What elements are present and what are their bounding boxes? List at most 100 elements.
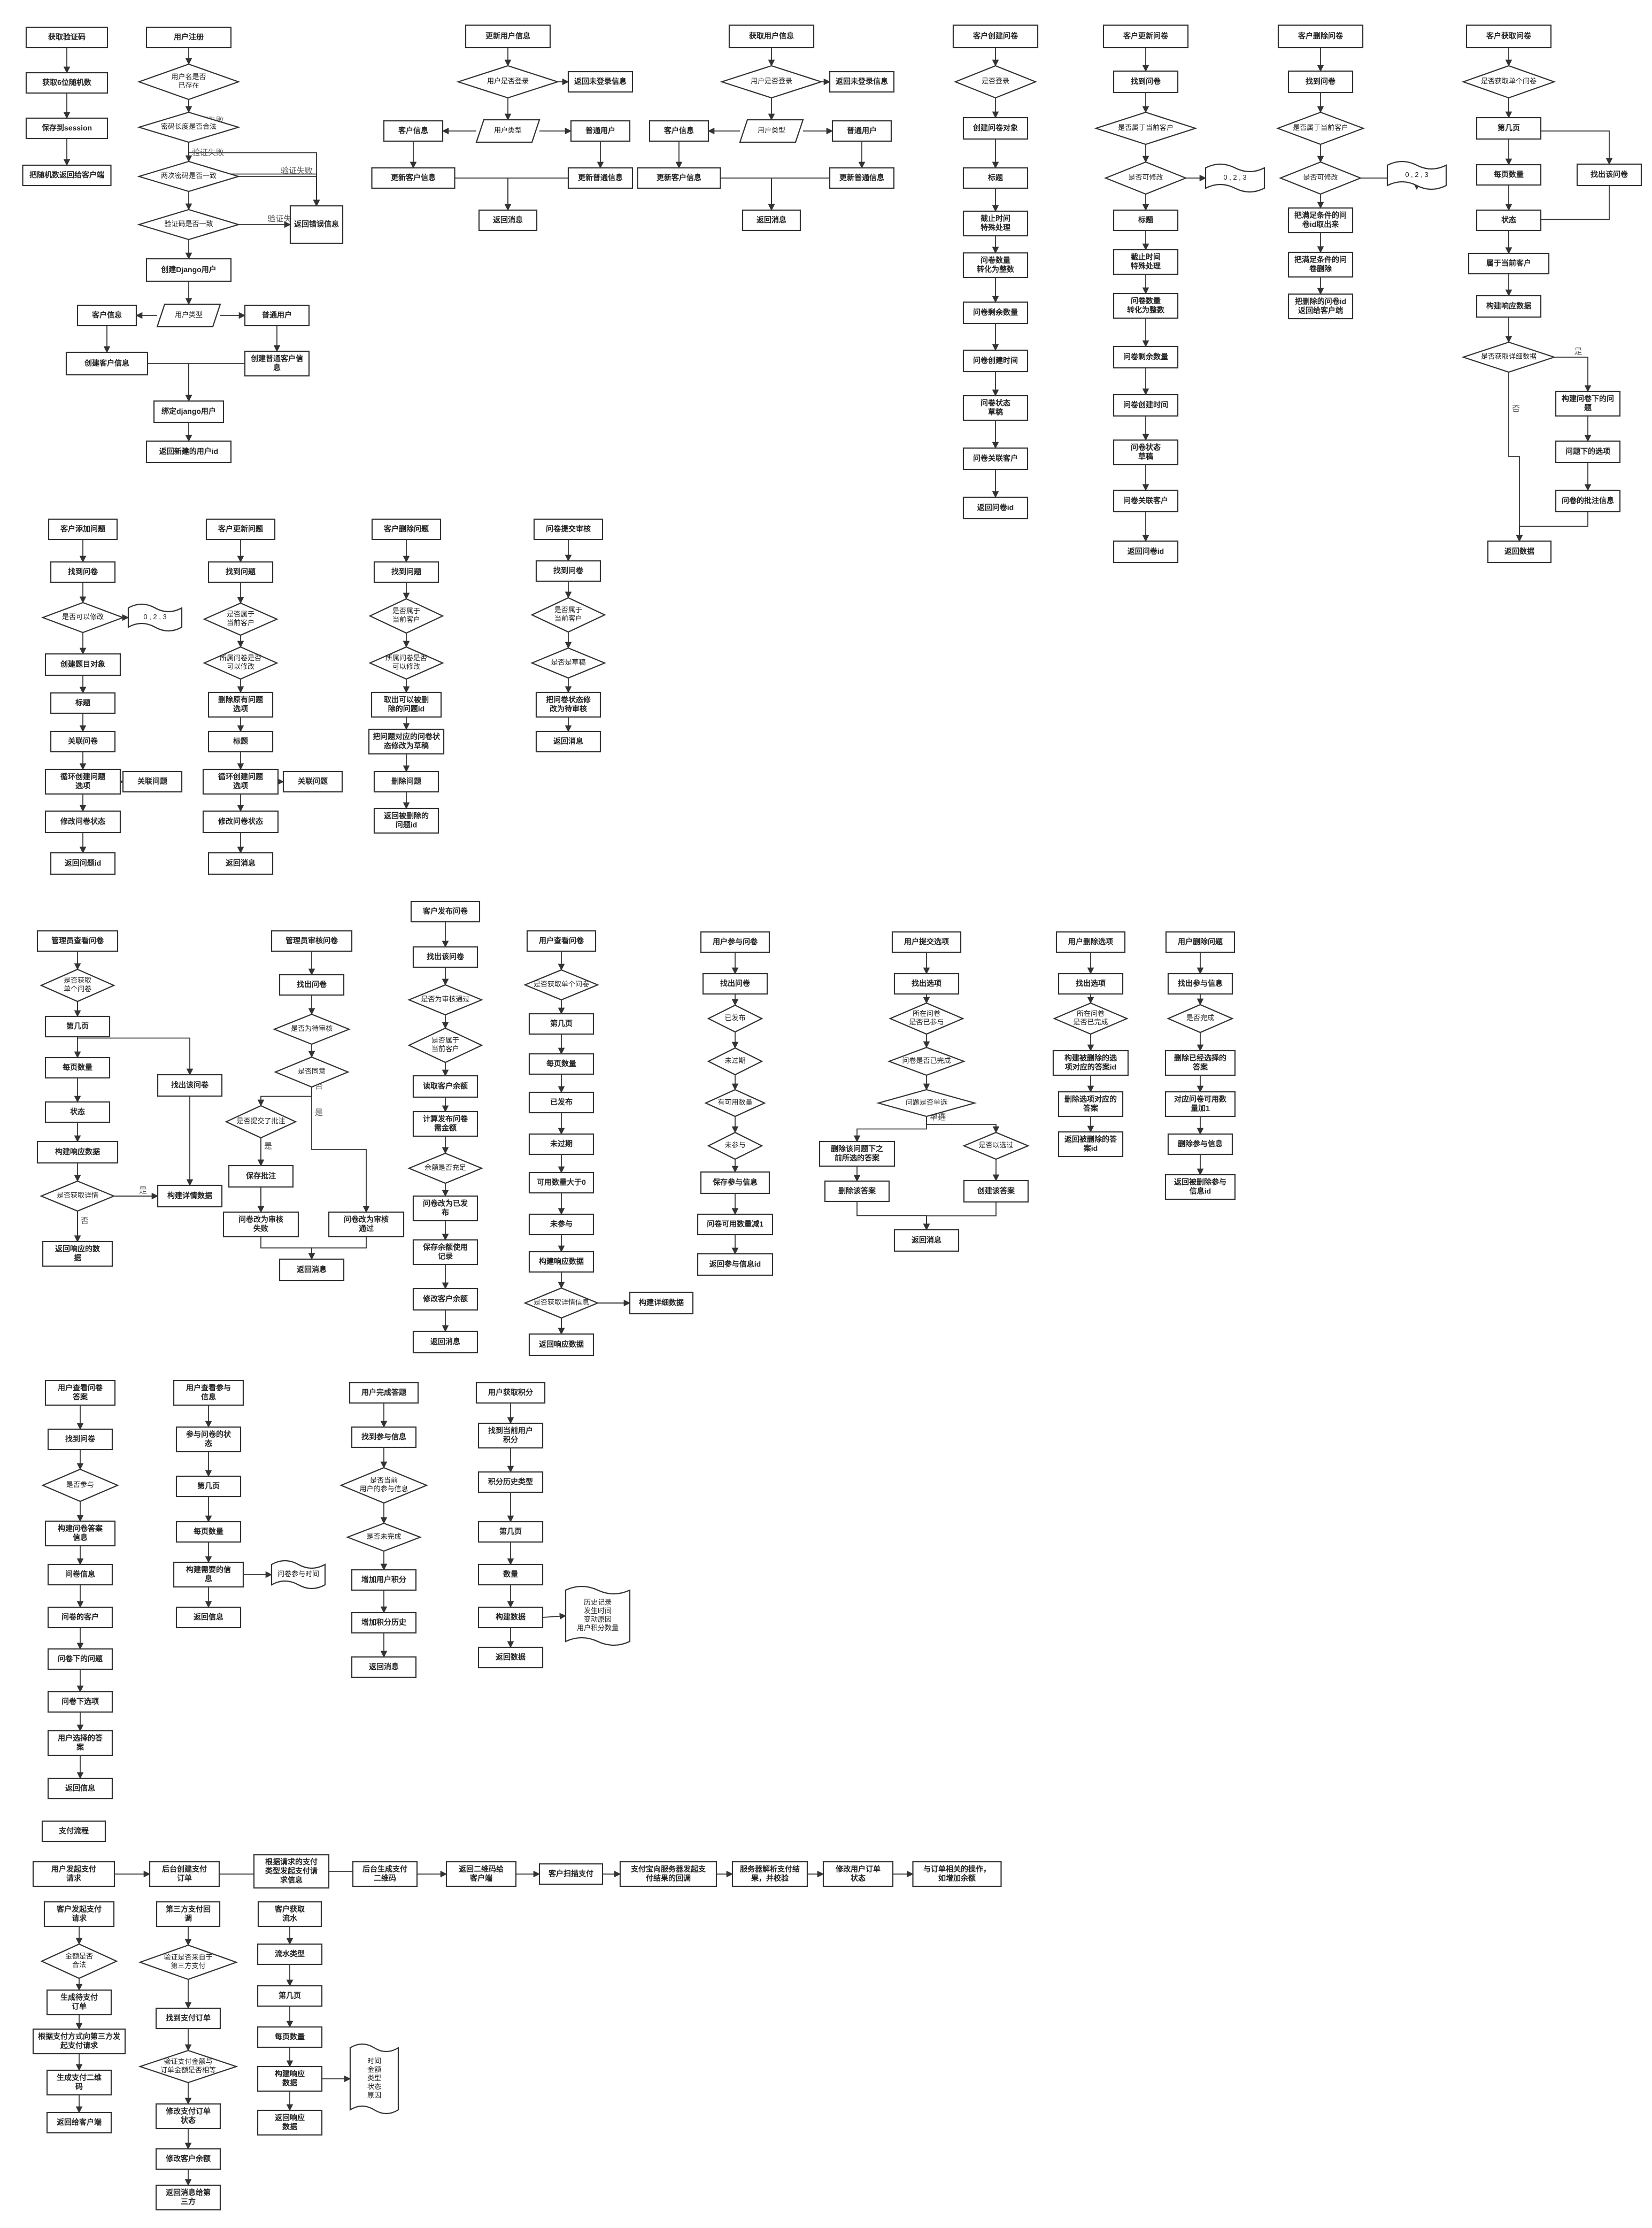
node-label: 把问题对应的问卷状态修改为草稿 — [373, 732, 441, 750]
node-label: 问卷剩余数量 — [973, 308, 1018, 317]
node-label: 计算发布问卷需金额 — [423, 1114, 468, 1132]
node-label: 第三方支付回调 — [166, 1905, 211, 1922]
node-rect: 问卷提交审核 — [533, 518, 604, 541]
node-rect: 循环创建问题选项 — [44, 768, 121, 795]
node-label: 标题 — [75, 698, 91, 707]
node-rect: 第几页 — [1476, 117, 1542, 140]
node-label: 是否为审核通过 — [421, 995, 469, 1003]
node-rect: 用户参与问卷 — [700, 931, 770, 953]
node-label: 用户删除选项 — [1068, 937, 1113, 946]
edge-c2-r2 — [720, 178, 775, 211]
node-label: 是否可修改 — [1303, 173, 1338, 181]
node-rect: 绑定django用户 — [153, 400, 225, 423]
node-rect: 未过期 — [528, 1133, 595, 1155]
node-label: 问卷状态草稿 — [981, 398, 1010, 416]
node-rect: 每页数量 — [257, 2026, 323, 2048]
node-rect: 找出选项 — [893, 973, 960, 995]
node-label: 构建问卷下的问题 — [1562, 394, 1614, 412]
node-rect: 返回信息 — [175, 1606, 242, 1629]
node-rect: 问卷下的问题 — [47, 1648, 113, 1670]
node-rect: 可用数量大于0 — [528, 1171, 595, 1194]
node-rect: 取出可以被删除的问题id — [370, 691, 442, 718]
node-label: 所属问卷是否可以修改 — [385, 654, 427, 670]
node-rect: 更新客户信息 — [637, 167, 721, 189]
node-rect: 返回被删除的问题id — [373, 807, 439, 834]
node-diamond: 已发布 — [707, 1004, 763, 1033]
nodes-layer: 获取验证码获取6位随机数保存到session把随机数返回给客户端用户注册用户名是… — [22, 24, 1642, 2211]
node-rect: 构建响应数据 — [528, 1251, 595, 1273]
node-rect: 找到问卷 — [47, 1428, 113, 1451]
node-label: 获取6位随机数 — [42, 78, 92, 87]
node-label: 保存批注 — [245, 1171, 276, 1180]
node-label: 修改问卷状态 — [218, 817, 263, 826]
node-diamond: 金额是否合法 — [40, 1943, 118, 1979]
node-diamond: 是否可修改 — [1279, 161, 1362, 195]
node-label: 把满足条件的问卷id取出来 — [1294, 211, 1347, 228]
node-rect: 状态 — [44, 1101, 111, 1123]
node-label: 构建问卷答案信息 — [58, 1524, 103, 1541]
node-diamond: 是否未完成 — [345, 1522, 422, 1552]
node-diamond: 用户名是否已存在 — [137, 63, 241, 101]
node-label: 修改客户余额 — [422, 1294, 468, 1303]
node-rect: 找出该问卷 — [1576, 163, 1642, 187]
node-label: 返回信息 — [194, 1613, 223, 1621]
node-para: 用户类型 — [156, 303, 221, 328]
node-label: 保存参与信息 — [712, 1178, 758, 1186]
node-label: 把问卷状态修改为待审核 — [546, 695, 591, 713]
node-label: 取出可以被删除的问题id — [384, 695, 429, 713]
node-label: 返回参与信息id — [709, 1260, 761, 1268]
edge-d2-n7 — [1554, 357, 1592, 392]
node-label: 客户删除问卷 — [1298, 32, 1344, 40]
node-label: 问卷信息 — [65, 1570, 95, 1578]
node-rect: 用户注册 — [145, 26, 232, 49]
node-diamond: 是否是草稿 — [530, 647, 606, 679]
node-label: 修改用户订单状态 — [835, 1864, 881, 1882]
node-label: 找出该问卷 — [1591, 170, 1628, 179]
node-label: 是否当前用户的参与信息 — [359, 1476, 408, 1493]
node-label: 生成待支付订单 — [60, 1993, 98, 2010]
node-rect: 返回消息 — [478, 209, 538, 232]
node-label: 用户查看参与信息 — [186, 1383, 231, 1401]
node-label: 用户注册 — [174, 33, 204, 41]
node-label: 0 , 2 , 3 — [1223, 173, 1246, 181]
node-rect: 流水类型 — [257, 1943, 323, 1965]
node-rect: 第几页 — [477, 1521, 544, 1543]
node-rect: 问卷剩余数量 — [1113, 345, 1179, 369]
node-rect: 读取客户余额 — [412, 1075, 478, 1098]
node-rect: 状态 — [1476, 209, 1542, 232]
node-label: 构建详细数据 — [639, 1298, 684, 1307]
node-rect: 后台生成支付二维码 — [352, 1861, 418, 1887]
node-diamond: 验证支付金额与订单金额是否相等 — [138, 2049, 238, 2084]
node-rect: 第几页 — [528, 1013, 595, 1035]
node-rect: 返回数据 — [1487, 540, 1552, 564]
node-label: 增加用户积分 — [361, 1575, 406, 1584]
node-label: 是否获取详情信息 — [534, 1298, 589, 1306]
node-rect: 找到问卷 — [1113, 70, 1179, 94]
edge-n4-n6 — [260, 1237, 315, 1260]
node-rect: 修改客户余额 — [412, 1288, 478, 1311]
node-label: 每页数量 — [63, 1063, 92, 1071]
node-rect: 修改问卷状态 — [44, 810, 121, 834]
node-label: 生成支付二维码 — [57, 2073, 102, 2091]
node-rect: 把满足条件的问卷id取出来 — [1287, 207, 1354, 234]
node-label: 返回消息 — [226, 859, 256, 867]
node-rect: 返回参与信息id — [697, 1253, 774, 1276]
node-label: 返回消息 — [756, 215, 786, 224]
node-rect: 创建该答案 — [963, 1179, 1029, 1203]
node-diamond: 是否以选过 — [962, 1131, 1030, 1160]
flow-g-publish: 客户发布问卷找出该问卷是否为审核通过是否属于当前客户读取客户余额计算发布问卷需金… — [407, 900, 483, 1354]
node-label: 客户信息 — [91, 311, 122, 319]
node-rect: 创建Django用户 — [145, 258, 232, 282]
node-rect: 返回二维码给客户端 — [445, 1861, 517, 1887]
node-label: 更新客户信息 — [657, 173, 701, 182]
node-label: 用户发起支付请求 — [51, 1864, 96, 1882]
node-rect: 保存批注 — [228, 1165, 294, 1188]
node-label: 验证支付金额与订单金额是否相等 — [160, 2057, 216, 2074]
edge-label: 验证失败 — [192, 148, 224, 157]
node-rect: 构建详情数据 — [157, 1184, 223, 1208]
node-rect: 找出问卷 — [702, 973, 768, 995]
node-rect: 返回问题id — [50, 852, 116, 875]
